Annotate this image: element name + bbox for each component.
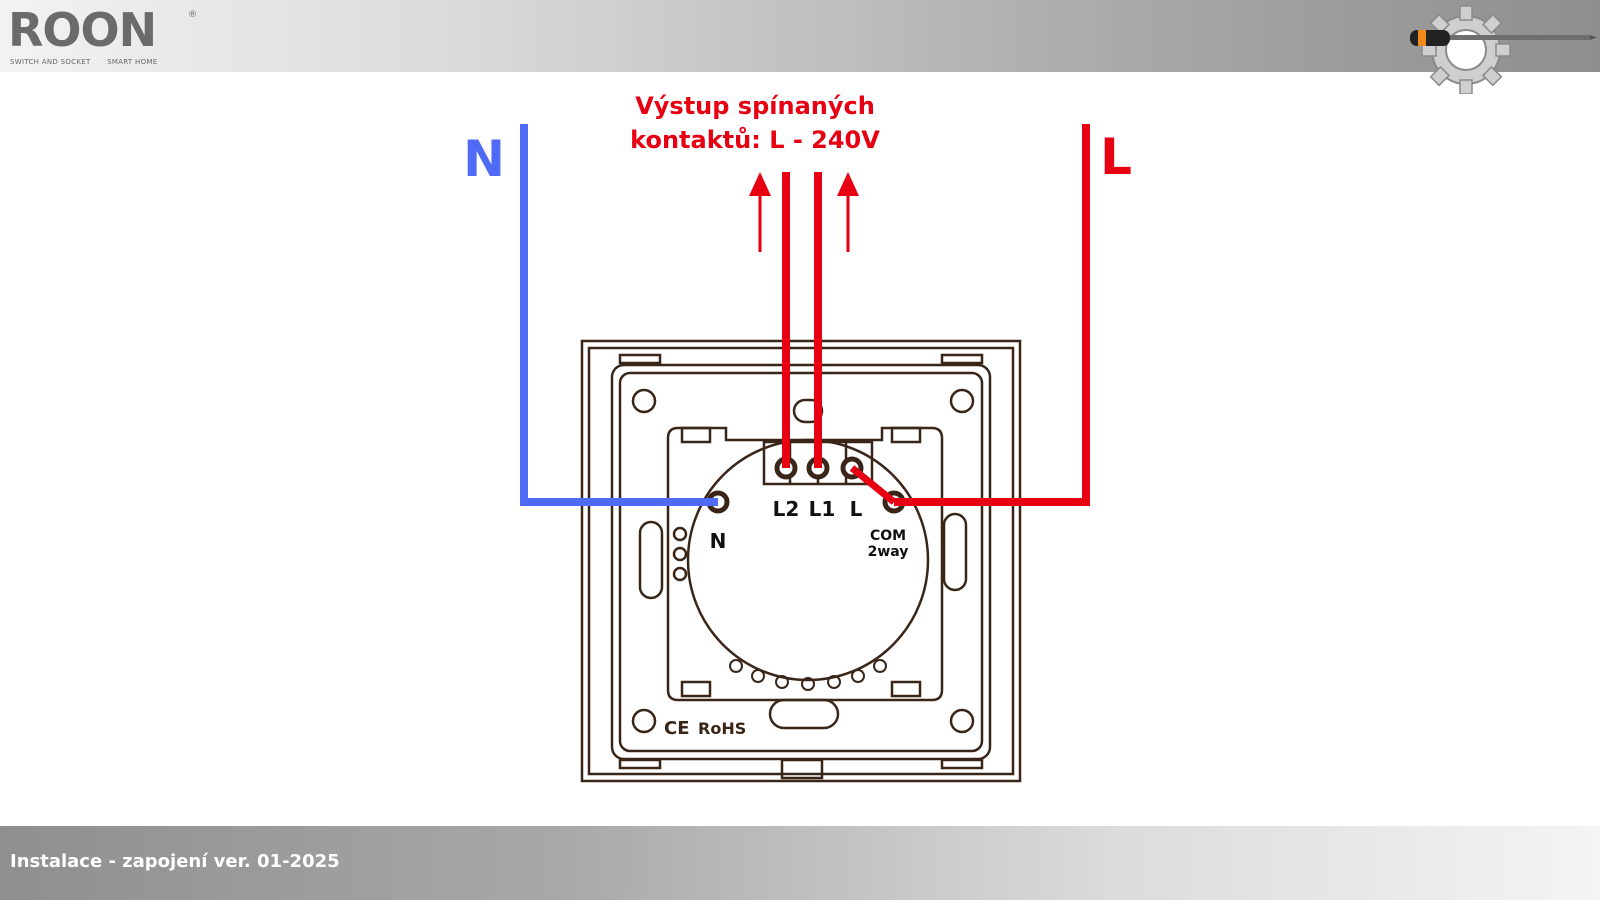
live-wire-label: L xyxy=(1100,128,1132,186)
footer-version-text: Instalace - zapojení ver. 01-2025 xyxy=(10,851,340,872)
wiring-diagram: Výstup spínaných kontaktů: L - 240V N L xyxy=(463,92,1132,783)
header-bar: ROON ® SWITCH AND SOCKET SMART HOME xyxy=(0,0,1600,94)
terminal-label-com: COM xyxy=(870,528,906,544)
output-title-line1: Výstup spínaných xyxy=(635,92,875,120)
bridge-wire xyxy=(849,465,897,505)
logo-tagline-left: SWITCH AND SOCKET xyxy=(10,58,91,66)
terminal-label-l1: L1 xyxy=(809,497,836,521)
terminal-label-l: L xyxy=(850,497,863,521)
neutral-wire xyxy=(520,124,718,506)
output-title-line2: kontaktů: L - 240V xyxy=(630,126,880,154)
terminal-label-l2: L2 xyxy=(773,497,800,521)
terminal-label-com-sub: 2way xyxy=(868,544,909,560)
live-wire xyxy=(894,124,1090,506)
output-arrows xyxy=(749,172,859,252)
terminal-label-n: N xyxy=(710,529,727,553)
roon-logo: ROON ® SWITCH AND SOCKET SMART HOME xyxy=(8,4,208,68)
logo-tagline-right: SMART HOME xyxy=(107,58,158,66)
gear-screwdriver-icon xyxy=(1410,5,1597,94)
logo-registered-mark: ® xyxy=(188,10,197,20)
logo-tagline: SWITCH AND SOCKET SMART HOME xyxy=(10,58,171,66)
ce-mark: CE xyxy=(664,718,690,739)
logo-wordmark: ROON xyxy=(8,3,157,57)
switch-module-outline xyxy=(580,339,1022,783)
footer-bar: Instalace - zapojení ver. 01-2025 xyxy=(0,826,1600,900)
rohs-mark: RoHS xyxy=(698,719,746,738)
neutral-wire-label: N xyxy=(463,130,505,188)
